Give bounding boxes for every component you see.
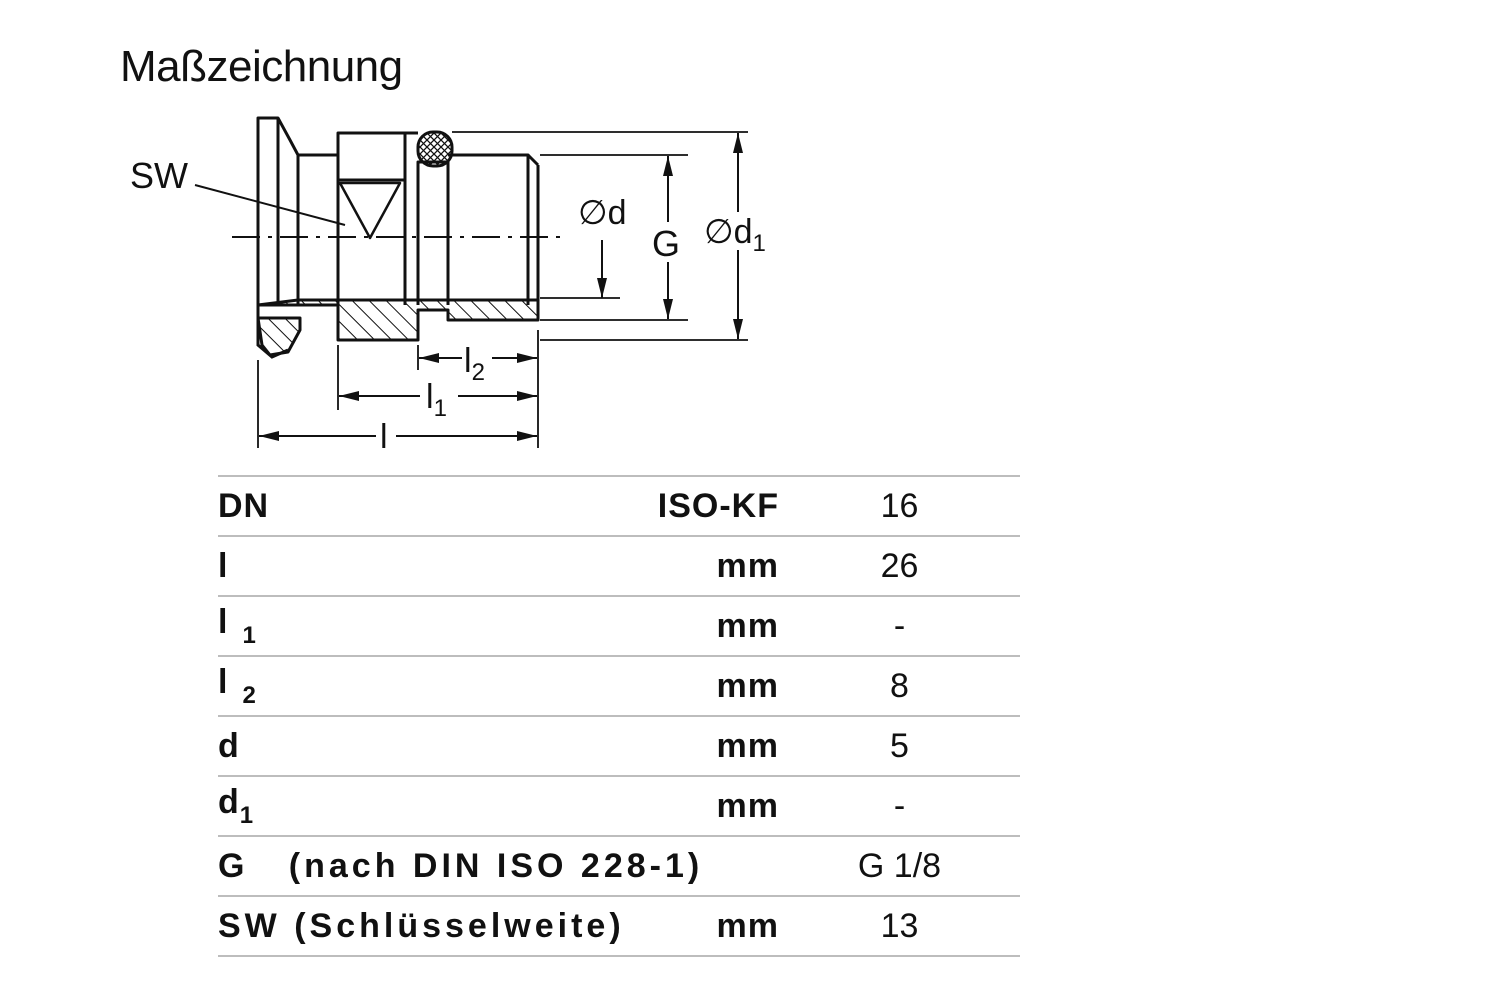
row-value: 13 <box>779 896 1020 957</box>
part-outline <box>256 116 540 318</box>
row-value: - <box>779 776 1020 837</box>
sw-leader <box>194 184 346 226</box>
table-row: SW (Schlüsselweite) mm 13 <box>218 896 1020 957</box>
row-value: 8 <box>779 656 1020 717</box>
dimension-drawing: SW ∅d G ∅d1 l2 l1 l <box>130 116 766 456</box>
table-row: G (nach DIN ISO 228-1) G 1/8 <box>218 836 1020 897</box>
row-unit: mm <box>657 596 779 657</box>
row-unit: mm <box>657 656 779 717</box>
row-name: d1 <box>218 776 658 837</box>
row-name: SW (Schlüsselweite) <box>218 896 658 957</box>
row-value: G 1/8 <box>779 836 1020 897</box>
row-value: 5 <box>779 716 1020 777</box>
table-row: d mm 5 <box>218 716 1020 777</box>
row-name: DN <box>218 475 658 537</box>
drawing-title: Maßzeichnung <box>120 42 403 91</box>
row-name: d <box>218 716 658 777</box>
dim-l2-label: l2 <box>464 342 485 386</box>
table-row: DN ISO-KF 16 <box>218 475 1020 537</box>
dim-l1-label: l1 <box>426 378 447 422</box>
row-unit: mm <box>657 716 779 777</box>
extension-lines <box>257 131 748 448</box>
dim-g-label: G <box>652 223 680 264</box>
row-value: - <box>779 596 1020 657</box>
row-value: 26 <box>779 536 1020 597</box>
section-hatch <box>256 298 540 357</box>
row-unit: ISO-KF <box>657 475 779 537</box>
row-unit: mm <box>657 896 779 957</box>
sw-label: SW <box>130 155 188 196</box>
table-row: l mm 26 <box>218 536 1020 597</box>
dim-d1-label: ∅d1 <box>704 213 766 257</box>
row-name: G (nach DIN ISO 228-1) <box>218 836 779 897</box>
o-ring <box>416 130 454 168</box>
row-unit: mm <box>657 536 779 597</box>
dim-d-label: ∅d <box>578 194 627 232</box>
row-unit: mm <box>657 776 779 837</box>
table-row: d1 mm - <box>218 776 1020 837</box>
row-value: 16 <box>779 475 1020 537</box>
row-name: l <box>218 536 658 597</box>
dim-l-label: l <box>380 418 388 456</box>
